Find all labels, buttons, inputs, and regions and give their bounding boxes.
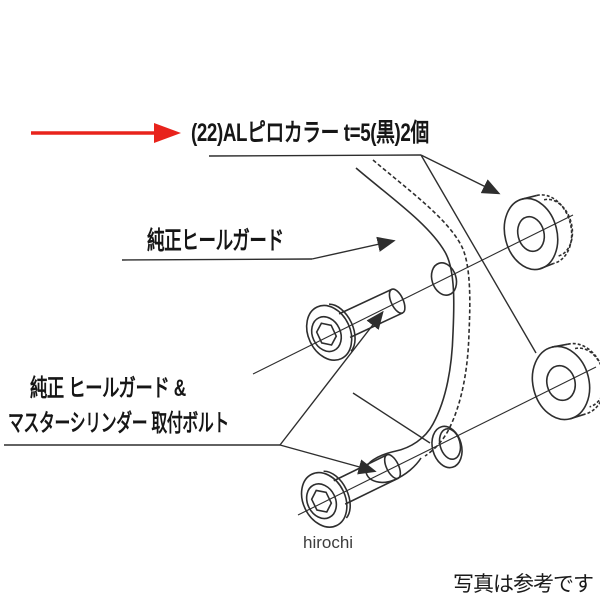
bolt-head-rim xyxy=(329,303,356,352)
red-highlight-arrow-icon xyxy=(31,123,181,143)
bolt-label-line2: マスターシリンダー 取付ボルト xyxy=(8,410,229,437)
collar-face xyxy=(503,197,559,271)
bolt-head-rim xyxy=(323,470,351,519)
bolt-shaft-end xyxy=(388,288,406,315)
leader-to-bracket xyxy=(311,236,396,260)
bolt-shaft-bottom xyxy=(344,477,399,505)
heel-guard-label-underline xyxy=(121,258,313,261)
heel-guard-bracket xyxy=(355,159,471,484)
red-arrow-head xyxy=(154,123,181,143)
watermark-text: hirochi xyxy=(303,533,354,552)
disclaimer-text: 写真は参考です xyxy=(453,573,594,596)
bolt-socket-ring xyxy=(310,315,343,353)
collar-bore xyxy=(545,364,577,402)
bracket-lower-hole-outer xyxy=(431,425,463,469)
socket-bolt-upper xyxy=(305,288,406,361)
centerlines xyxy=(252,214,597,516)
collar-flange-outer xyxy=(536,194,573,265)
collar-face xyxy=(531,345,591,421)
bolt-label-line1: 純正 ヒールガード & xyxy=(30,375,186,402)
pillow-collar-upper xyxy=(503,194,574,271)
upper-axis-centerline xyxy=(252,214,574,375)
bracket-lower-hole-inner xyxy=(438,428,462,460)
bolt-shaft-top xyxy=(338,288,393,315)
bolt-head-face xyxy=(300,471,348,528)
collar-bore xyxy=(516,215,546,253)
part-label: (22)ALピロカラー t=5(黒)2個 xyxy=(191,119,429,147)
bolt-head-face xyxy=(305,304,353,361)
bracket-outer-edge xyxy=(355,167,455,484)
leader-to-lower-bolt xyxy=(279,444,377,475)
bracket-upper-hole xyxy=(430,262,458,296)
bolt-shaft-end xyxy=(383,453,402,480)
bolt-hex-socket xyxy=(315,322,338,346)
leader-lines xyxy=(4,154,537,475)
lower-axis-centerline xyxy=(297,366,597,516)
bracket-edge-line xyxy=(352,392,431,444)
bolt-shaft-top xyxy=(333,454,388,482)
heel-guard-label: 純正ヒールガード xyxy=(147,227,284,255)
bolt-shaft-bottom xyxy=(349,312,403,339)
bolt-socket-ring xyxy=(305,483,338,520)
part-label-underline xyxy=(208,154,422,157)
leader-to-upper-collar xyxy=(420,154,501,195)
collar-flange-outer xyxy=(567,342,600,415)
bracket-inner-edge xyxy=(372,159,471,457)
socket-bolt-lower xyxy=(300,453,402,528)
collar-flange-inner xyxy=(574,347,600,408)
leader-to-lower-collar xyxy=(420,154,537,354)
bolt-hex-socket xyxy=(310,489,333,513)
leader-to-upper-bolt xyxy=(279,310,384,446)
pillow-collar-lower xyxy=(531,342,600,421)
